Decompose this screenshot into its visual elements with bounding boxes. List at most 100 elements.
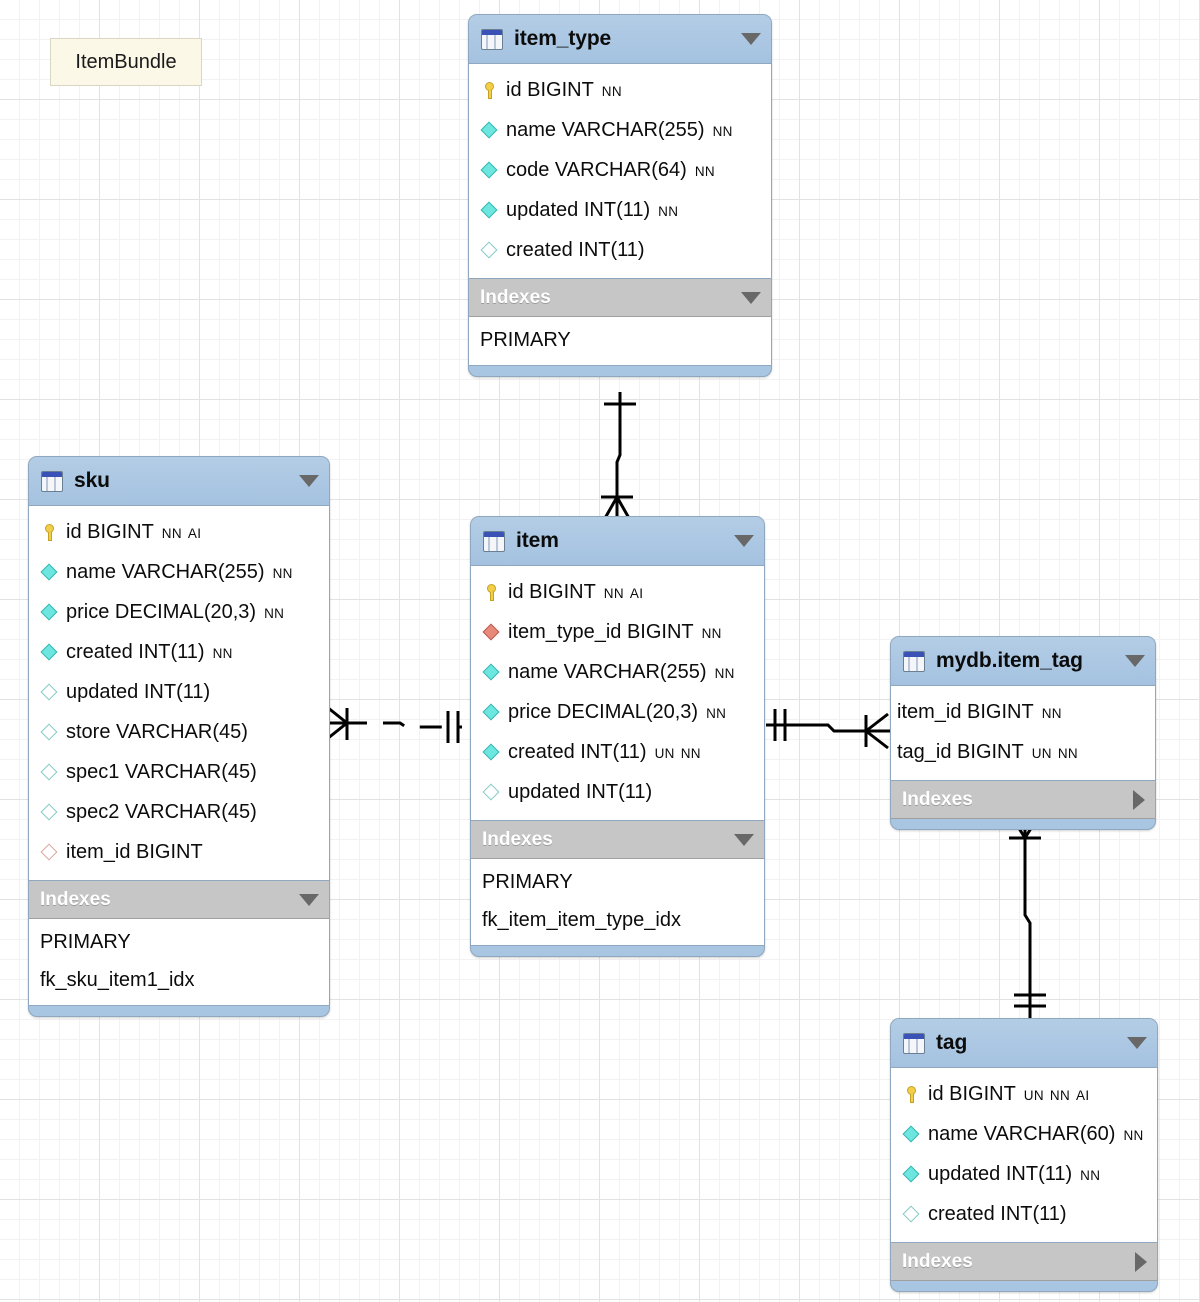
column-name: name VARCHAR(255) [66, 561, 265, 583]
column-name: id BIGINT [506, 79, 594, 101]
indexes-label: Indexes [480, 286, 551, 308]
column-nullable-icon [482, 783, 501, 802]
column-nullable-icon [902, 1205, 921, 1224]
table-header-item_type[interactable]: item_type [469, 15, 771, 63]
column-name: id BIGINT [66, 521, 154, 543]
column-row[interactable]: created INT(11) [469, 230, 771, 270]
index-list: PRIMARY [469, 317, 771, 366]
table-header-tag[interactable]: tag [891, 1019, 1157, 1067]
flag-nn: NN [1080, 1168, 1101, 1183]
column-row[interactable]: updated INT(11)NN [891, 1154, 1157, 1194]
primary-key-icon [40, 523, 59, 542]
column-name: updated INT(11) [508, 781, 653, 803]
chevron-right-icon[interactable] [1133, 789, 1145, 810]
column-row[interactable]: price DECIMAL(20,3)NN [29, 592, 329, 632]
flag-ai: AI [1076, 1088, 1090, 1103]
chevron-down-icon[interactable] [741, 291, 761, 304]
table-icon [903, 1032, 925, 1054]
column-row[interactable]: name VARCHAR(60)NN [891, 1114, 1157, 1154]
chevron-down-icon[interactable] [1127, 1037, 1147, 1049]
column-name: created INT(11) [508, 741, 647, 763]
column-name: name VARCHAR(60) [928, 1123, 1116, 1145]
column-name: name VARCHAR(255) [506, 119, 705, 141]
column-flags: NN [602, 72, 628, 112]
index-row[interactable]: PRIMARY [480, 329, 571, 351]
column-row[interactable]: updated INT(11)NN [469, 190, 771, 230]
column-nullable-icon [40, 723, 59, 742]
column-flags: NN [658, 192, 684, 232]
chevron-right-icon[interactable] [1135, 1251, 1147, 1272]
column-row[interactable]: code VARCHAR(64) NN [469, 150, 771, 190]
column-row[interactable]: name VARCHAR(255) NN [29, 552, 329, 592]
column-notnull-icon [40, 603, 59, 622]
table-title: mydb.item_tag [936, 649, 1083, 672]
indexes-header-item[interactable]: Indexes [471, 821, 764, 859]
column-notnull-icon [40, 563, 59, 582]
table-header-sku[interactable]: sku [29, 457, 329, 505]
column-row[interactable]: id BIGINT NN [469, 70, 771, 110]
column-row[interactable]: spec2 VARCHAR(45) [29, 792, 329, 832]
note-itembundle[interactable]: ItemBundle [50, 38, 202, 86]
index-list: PRIMARY fk_item_item_type_idx [471, 859, 764, 946]
chevron-down-icon[interactable] [734, 535, 754, 547]
column-row[interactable]: price DECIMAL(20,3)NN [471, 692, 764, 732]
flag-un: UN [654, 746, 675, 761]
chevron-down-icon[interactable] [734, 833, 754, 846]
column-name: code VARCHAR(64) [506, 159, 687, 181]
column-row[interactable]: updated INT(11) [29, 672, 329, 712]
indexes-header-item_type[interactable]: Indexes [469, 279, 771, 317]
index-row[interactable]: PRIMARY [482, 871, 573, 893]
column-row[interactable]: created INT(11) [891, 1194, 1157, 1234]
column-flags: NN [1080, 1156, 1106, 1196]
chevron-down-icon[interactable] [1125, 655, 1145, 667]
column-row[interactable]: name VARCHAR(255)NN [471, 652, 764, 692]
table-icon [41, 470, 63, 492]
column-row[interactable]: spec1 VARCHAR(45) [29, 752, 329, 792]
note-label: ItemBundle [75, 50, 177, 73]
column-row[interactable]: updated INT(11) [471, 772, 764, 812]
indexes-label: Indexes [482, 828, 553, 850]
chevron-down-icon[interactable] [299, 475, 319, 487]
column-name: store VARCHAR(45) [66, 721, 248, 743]
foreign-key-nullable-icon [40, 843, 59, 862]
index-row[interactable]: PRIMARY [40, 931, 131, 953]
column-row[interactable]: item_id BIGINT [29, 832, 329, 872]
column-row[interactable]: name VARCHAR(255)NN [469, 110, 771, 150]
table-header-item[interactable]: item [471, 517, 764, 565]
chevron-down-icon[interactable] [299, 893, 319, 906]
column-nullable-icon [40, 763, 59, 782]
indexes-header-sku[interactable]: Indexes [29, 881, 329, 919]
chevron-down-icon[interactable] [741, 33, 761, 45]
table-header-mydb_item_tag[interactable]: mydb.item_tag [891, 637, 1155, 685]
column-flags: NN [695, 152, 721, 192]
flag-nn: NN [603, 586, 624, 601]
column-flags: NN [702, 614, 728, 654]
flag-un: UN [1031, 746, 1052, 761]
indexes-header-tag[interactable]: Indexes [891, 1243, 1157, 1281]
flag-nn: NN [701, 626, 722, 641]
index-list: PRIMARY fk_sku_item1_idx [29, 919, 329, 1006]
flag-nn: NN [272, 566, 293, 581]
column-row[interactable]: created INT(11)NN [29, 632, 329, 672]
column-row[interactable]: store VARCHAR(45) [29, 712, 329, 752]
index-row[interactable]: fk_item_item_type_idx [482, 909, 681, 931]
indexes-header-mydb_item_tag[interactable]: Indexes [891, 781, 1155, 819]
index-row[interactable]: fk_sku_item1_idx [40, 969, 195, 991]
flag-nn: NN [1057, 746, 1078, 761]
flag-ai: AI [187, 526, 202, 541]
